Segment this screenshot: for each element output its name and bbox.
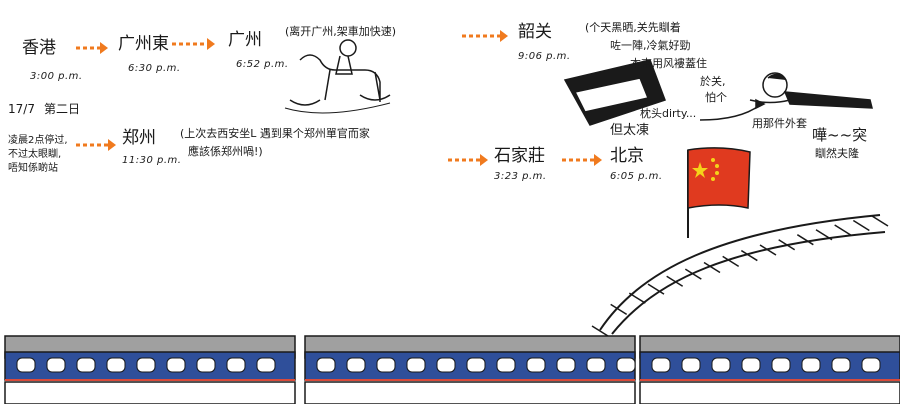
train (4, 335, 900, 404)
day2-label: 第二日 (44, 102, 81, 116)
shaoguan-note-3: 本來用风褸蓋住 (630, 57, 707, 70)
rail-sleepers (591, 215, 889, 337)
day2-note-3: 唔知係啲站 (8, 163, 58, 174)
shaoguan-note-5: 怕个 (705, 91, 727, 104)
time-beijing: 6:05 p.m. (610, 171, 663, 182)
hua-note: 嘩~~突 (812, 126, 868, 144)
route-arrow (462, 30, 508, 42)
horse-rider-sketch (284, 39, 391, 114)
time-guangzhou: 6:52 p.m. (236, 59, 289, 70)
zhengzhou-note-2: 應該係郑州喎!) (188, 145, 263, 158)
guangzhou-note: (离开广州,架車加快速) (285, 25, 397, 38)
time-guangzhou-east: 6:30 p.m. (128, 63, 181, 74)
shaoguan-note-1: (个天黑晒,关先瞓着 (585, 21, 681, 34)
time-shaoguan: 9:06 p.m. (518, 51, 571, 62)
route-arrow (76, 139, 116, 151)
station-hongkong: 香港 (22, 38, 56, 58)
china-flag (687, 147, 751, 238)
lying-person-sketch (699, 72, 873, 121)
shaoguan-note-6: 枕头dirty... (640, 107, 697, 120)
station-beijing: 北京 (610, 146, 644, 166)
shaoguan-note-2: 咗一陣,冷氣好勁 (610, 39, 691, 52)
train-car (304, 335, 636, 404)
dantai-note: 但太凍 (610, 123, 650, 138)
hua-note-2: 瞓然夫隆 (815, 147, 859, 160)
shaoguan-note-4: 於关, (700, 75, 726, 88)
train-car (4, 335, 296, 404)
route-arrow (172, 38, 215, 50)
day2-note-2: 不过太眼瞓, (8, 149, 62, 160)
station-shijiazhuang: 石家莊 (494, 146, 545, 166)
day2-date: 17/7 (8, 102, 35, 116)
yong-note: 用那件外套 (752, 117, 807, 130)
station-zhengzhou: 郑州 (122, 128, 156, 148)
zhengzhou-note-1: (上次去西安坐L 遇到果个郑州單官而家 (180, 127, 370, 140)
time-hongkong: 3:00 p.m. (30, 71, 83, 82)
route-arrow (448, 154, 488, 166)
time-shijiazhuang: 3:23 p.m. (494, 171, 547, 182)
route-arrow (562, 154, 602, 166)
day2-note-1: 凌晨2点停过, (8, 135, 68, 146)
train-car (639, 335, 900, 404)
route-arrow (76, 42, 108, 54)
station-guangzhou-east: 广州東 (118, 34, 169, 54)
sleeping-person-sketch (563, 59, 666, 126)
station-guangzhou: 广州 (228, 30, 262, 50)
station-shaoguan: 韶关 (518, 22, 552, 42)
time-zhengzhou: 11:30 p.m. (122, 155, 182, 166)
